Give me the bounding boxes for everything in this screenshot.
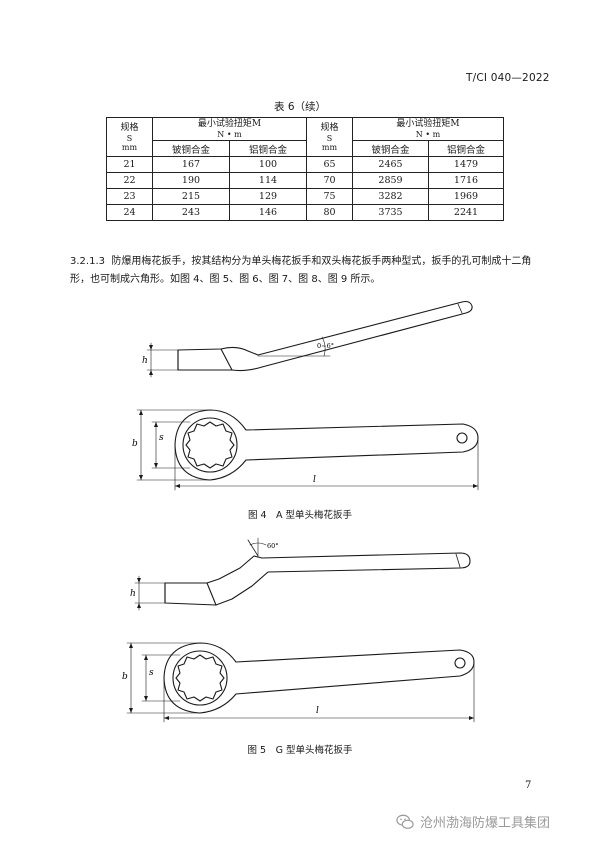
figure4-caption: 图 4 A 型单头梅花扳手 bbox=[247, 510, 353, 521]
table-cell: 146 bbox=[229, 204, 307, 221]
watermark: 沧州渤海防爆工具集团 bbox=[396, 812, 550, 831]
fig4-top-view bbox=[136, 409, 479, 491]
clause-number: 3.2.1.3 bbox=[70, 256, 105, 267]
table-row: 21 167 100 65 2465 1479 bbox=[106, 156, 504, 173]
watermark-text: 沧州渤海防爆工具集团 bbox=[420, 816, 551, 831]
table-row: 22 190 114 70 2859 1716 bbox=[106, 172, 504, 189]
header-torque-left: 最小试验扭矩M N • m bbox=[152, 117, 307, 141]
fig5-l-label: l bbox=[316, 706, 319, 716]
page-number: 7 bbox=[525, 780, 532, 791]
fig4-b-label: b bbox=[132, 439, 138, 449]
fig5-top-view bbox=[126, 642, 475, 723]
fig4-l-label: l bbox=[313, 475, 316, 485]
clause-text: 防爆用梅花扳手，按其结构分为单头梅花扳手和双头梅花扳手两种型式，扳手的孔可制成十… bbox=[70, 256, 532, 285]
figure5-caption: 图 5 G 型单头梅花扳手 bbox=[247, 745, 353, 756]
clause-paragraph: 3.2.1.3 防爆用梅花扳手，按其结构分为单头梅花扳手和双头梅花扳手两种型式，… bbox=[70, 253, 540, 289]
fig5-s-label: s bbox=[149, 668, 154, 678]
wechat-icon bbox=[396, 814, 414, 829]
fig4-angle-label: 0~6° bbox=[317, 342, 334, 350]
fig5-angle-label: 60° bbox=[267, 542, 279, 550]
table-cell: 243 bbox=[152, 204, 230, 221]
fig5-b-label: b bbox=[122, 672, 128, 682]
table-cell: 2241 bbox=[428, 204, 504, 221]
fig4-s-label: s bbox=[159, 433, 164, 443]
fig5-side-view bbox=[134, 537, 471, 611]
fig5-h-label: h bbox=[130, 589, 136, 599]
table-title: 表 6（续） bbox=[273, 101, 327, 113]
table-row: 23 215 129 75 3282 1969 bbox=[106, 188, 504, 205]
fig4-h-label: h bbox=[142, 356, 148, 366]
header-spec-right: 规格 S mm bbox=[306, 117, 353, 157]
fig4-side-view bbox=[146, 300, 473, 378]
document-code: T/CI 040—2022 bbox=[466, 72, 550, 84]
torque-table: 规格 S mm 最小试验扭矩M N • m 规格 S mm 最小试验扭矩M N … bbox=[106, 117, 504, 221]
table-row: 24 243 146 80 3735 2241 bbox=[106, 204, 504, 221]
